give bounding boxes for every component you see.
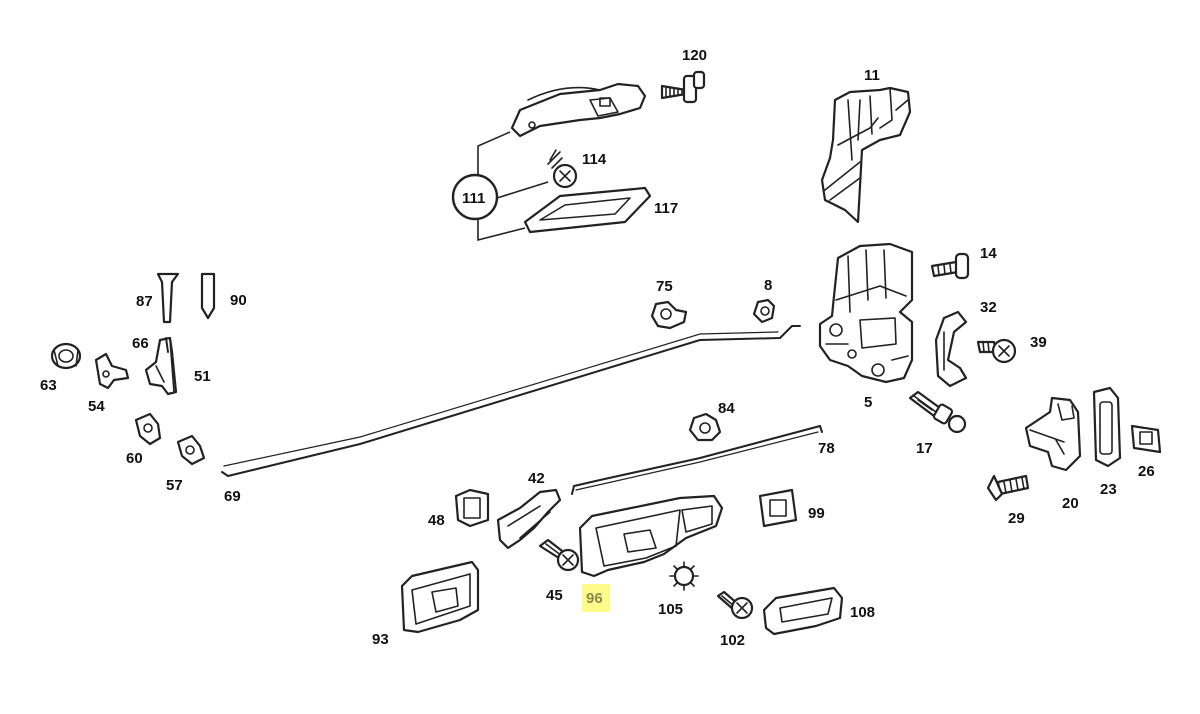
label-117[interactable]: 117	[654, 200, 678, 217]
clip-75	[650, 300, 688, 330]
label-29[interactable]: 29	[1008, 510, 1025, 527]
label-69[interactable]: 69	[224, 488, 241, 505]
label-102[interactable]: 102	[720, 632, 745, 649]
label-32[interactable]: 32	[980, 299, 997, 316]
screw-29	[986, 474, 1030, 502]
rod-78	[571, 425, 823, 495]
handle-cover-93	[400, 560, 480, 634]
pin-90	[200, 272, 216, 320]
label-87[interactable]: 87	[136, 293, 153, 310]
lever-54	[94, 352, 130, 390]
handle-trim-108	[762, 586, 844, 636]
rod-69	[221, 325, 801, 477]
handle-screw-114	[547, 149, 578, 189]
label-66[interactable]: 66	[132, 335, 149, 352]
grommet-63	[50, 342, 82, 370]
label-45[interactable]: 45	[546, 587, 563, 604]
label-54[interactable]: 54	[88, 398, 105, 415]
clip-60	[134, 412, 162, 446]
handle-screw-120	[660, 70, 706, 104]
clip-57	[176, 434, 206, 466]
label-11[interactable]: 11	[864, 67, 880, 84]
label-42[interactable]: 42	[528, 470, 545, 487]
label-17[interactable]: 17	[916, 440, 933, 457]
handle-gasket-117	[523, 186, 652, 234]
label-51[interactable]: 51	[194, 368, 211, 385]
bolt-17	[908, 390, 967, 434]
handle-group-bracket	[451, 131, 549, 242]
label-84[interactable]: 84	[718, 400, 735, 417]
striker-bracket-32	[934, 310, 968, 388]
label-63[interactable]: 63	[40, 377, 57, 394]
label-26[interactable]: 26	[1138, 463, 1155, 480]
label-90[interactable]: 90	[230, 292, 247, 309]
door-lock-body-5	[818, 242, 914, 384]
label-14[interactable]: 14	[980, 245, 997, 262]
label-57[interactable]: 57	[166, 477, 183, 494]
screw-102	[716, 590, 754, 620]
label-8[interactable]: 8	[764, 277, 772, 294]
label-60[interactable]: 60	[126, 450, 143, 467]
outside-door-handle	[510, 82, 647, 138]
lock-actuator-11	[820, 86, 912, 224]
label-39[interactable]: 39	[1030, 334, 1047, 351]
inside-handle-housing-96	[578, 494, 724, 578]
striker-gasket-23	[1092, 386, 1122, 468]
label-120[interactable]: 120	[682, 47, 707, 64]
clip-48	[454, 488, 490, 528]
label-105[interactable]: 105	[658, 601, 683, 618]
label-96[interactable]: 96	[586, 590, 603, 607]
screw-45	[538, 538, 580, 572]
label-highlight-96	[582, 584, 610, 612]
label-93[interactable]: 93	[372, 631, 389, 648]
label-114[interactable]: 114	[582, 151, 607, 168]
label-78[interactable]: 78	[818, 440, 835, 457]
plate-26	[1130, 424, 1162, 454]
label-111[interactable]: 111	[462, 190, 485, 207]
gear-105	[669, 561, 699, 591]
pin-87	[156, 272, 180, 324]
label-48[interactable]: 48	[428, 512, 445, 529]
label-75[interactable]: 75	[656, 278, 673, 295]
label-20[interactable]: 20	[1062, 495, 1079, 512]
label-23[interactable]: 23	[1100, 481, 1117, 498]
clip-8	[752, 298, 776, 324]
label-99[interactable]: 99	[808, 505, 825, 522]
lever-42	[496, 488, 562, 550]
striker-plate-20	[1024, 396, 1082, 472]
clip-99	[758, 488, 798, 528]
label-108[interactable]: 108	[850, 604, 875, 621]
screw-14	[930, 252, 970, 280]
screw-39	[976, 338, 1017, 364]
lever-51	[144, 336, 178, 396]
clip-84	[688, 412, 722, 442]
label-5[interactable]: 5	[864, 394, 872, 411]
